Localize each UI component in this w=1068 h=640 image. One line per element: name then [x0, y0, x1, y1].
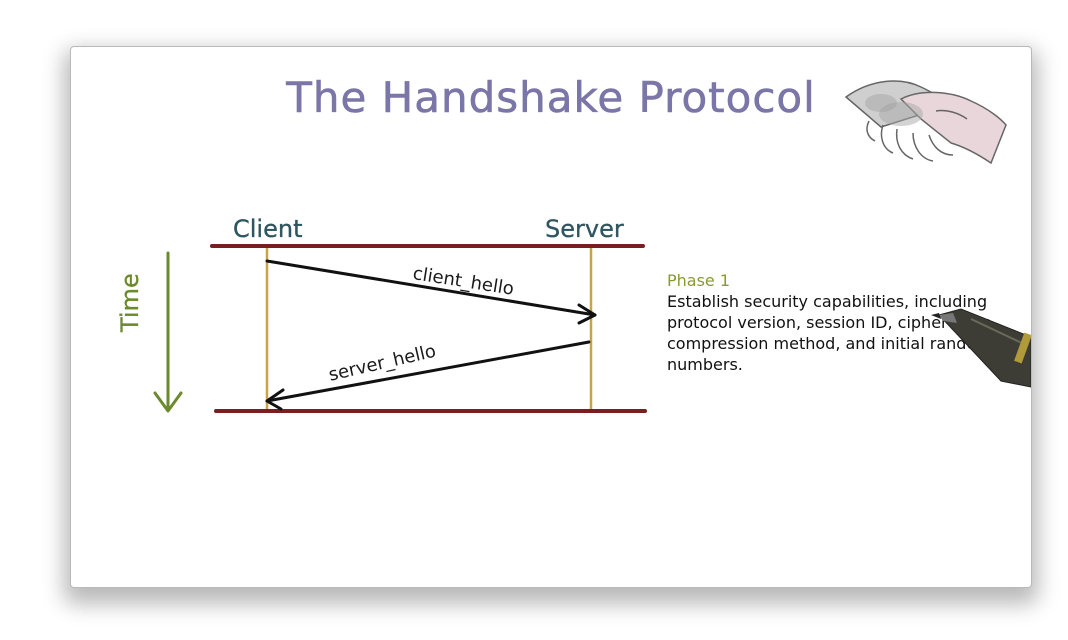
server-hello-arrowhead	[265, 388, 285, 411]
client-label: Client	[233, 215, 303, 243]
client-hello-arrow	[265, 259, 597, 317]
phase-title: Phase 1	[667, 271, 731, 290]
sequence-diagram	[153, 244, 647, 413]
client-hello-arrowhead	[577, 303, 597, 325]
server-hello-arrow	[265, 340, 591, 403]
handshake-icon	[844, 80, 1007, 165]
server-label: Server	[545, 215, 624, 243]
time-label: Time	[116, 273, 144, 332]
slide-title: The Handshake Protocol	[286, 73, 816, 123]
phase-description: Establish security capabilities, includi…	[667, 292, 997, 374]
slide: The Handshake Protocol Client Server Tim…	[70, 46, 1032, 588]
pen-icon	[931, 308, 1031, 388]
time-arrowhead	[153, 391, 183, 413]
